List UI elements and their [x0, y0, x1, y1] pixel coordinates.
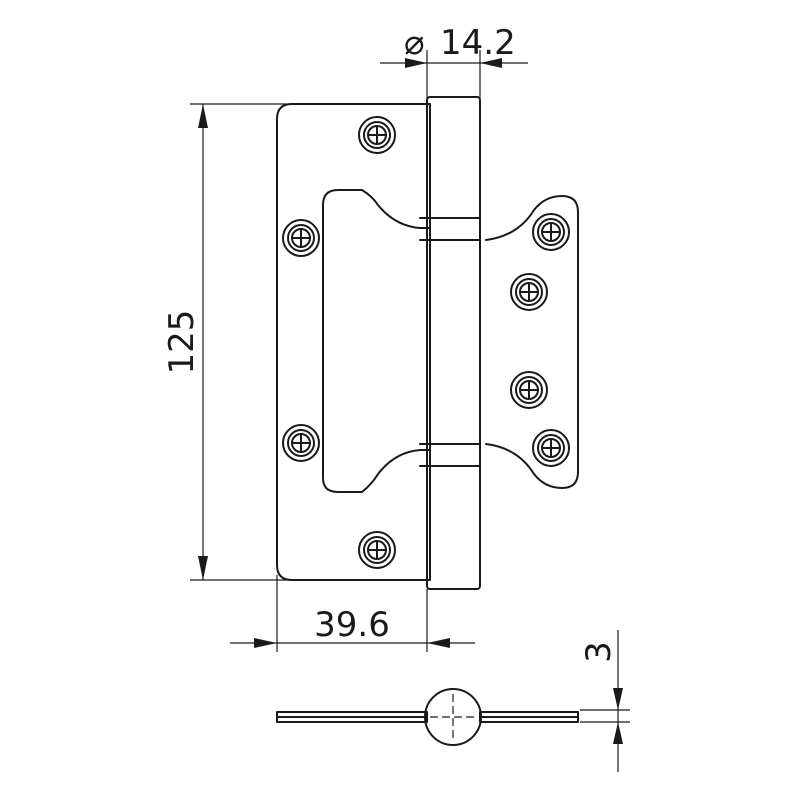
- inner-leaf: [485, 195, 579, 489]
- screw-hole-icon: [282, 219, 320, 257]
- height-value: 125: [162, 310, 202, 375]
- screw-hole-icon: [532, 213, 570, 251]
- hinge-top-view: [276, 688, 579, 746]
- screw-hole-icon: [532, 429, 570, 467]
- screw-holes: [282, 116, 570, 569]
- screw-hole-icon: [282, 424, 320, 462]
- height-dimension: 125: [162, 103, 292, 581]
- thickness-dimension: 3: [579, 630, 630, 772]
- diameter-symbol: ⌀: [404, 23, 424, 63]
- screw-hole-icon: [358, 116, 396, 154]
- outer-leaf: [276, 103, 431, 581]
- screw-hole-icon: [510, 273, 548, 311]
- screw-hole-icon: [510, 371, 548, 409]
- hinge-knuckle: [419, 96, 481, 590]
- screw-hole-icon: [358, 531, 396, 569]
- pin-diameter-dimension: ⌀ 14.2: [380, 23, 528, 98]
- leaf-width-dimension: 39.6: [230, 575, 475, 652]
- pin-diameter-value: 14.2: [440, 23, 516, 63]
- thickness-value: 3: [579, 641, 619, 663]
- leaf-width-value: 39.6: [314, 605, 390, 645]
